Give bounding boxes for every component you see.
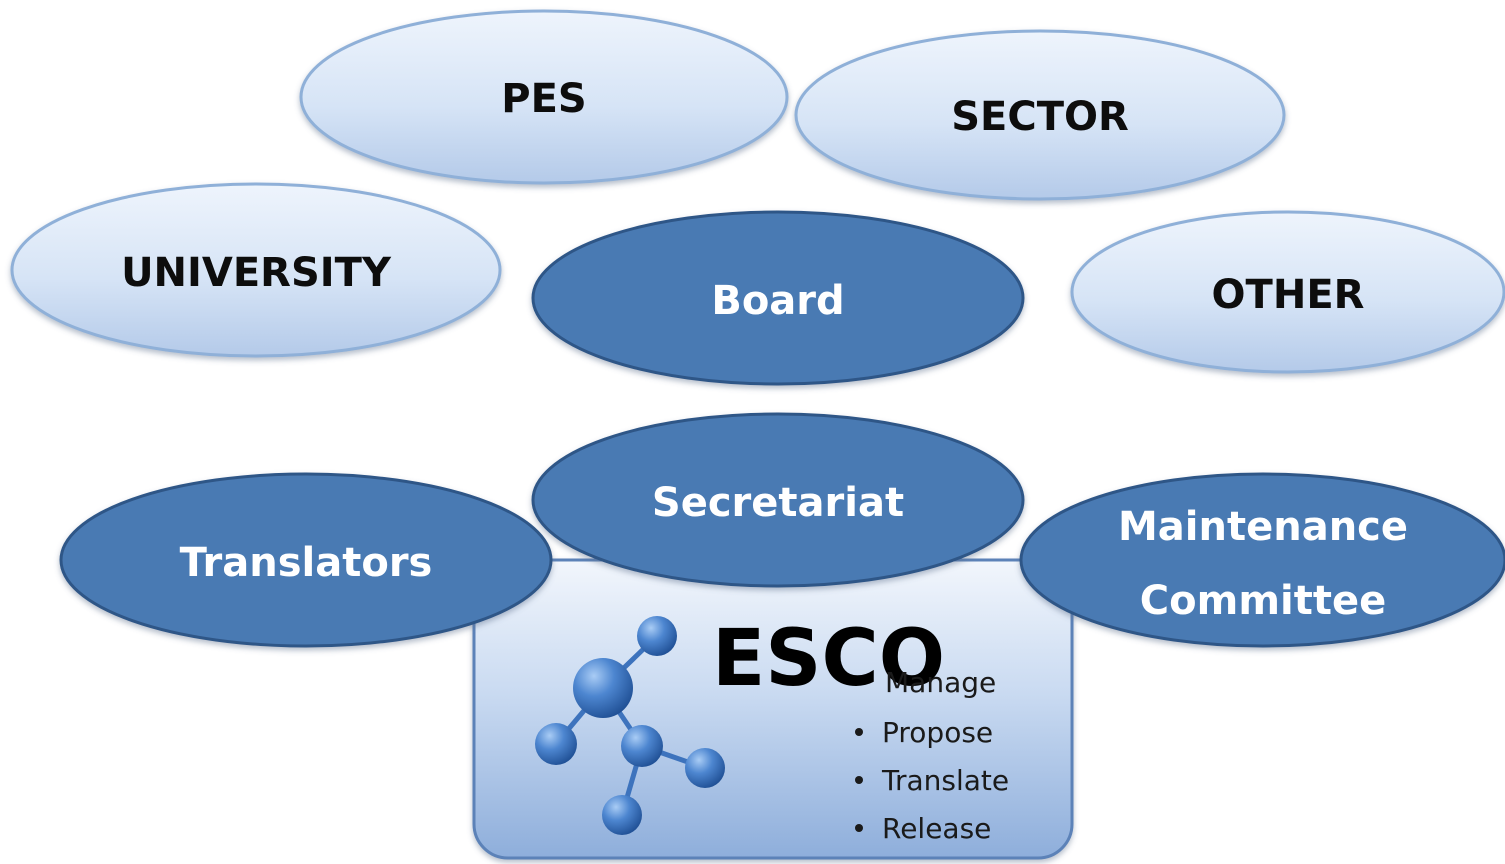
stakeholder-other: OTHER	[1070, 210, 1505, 374]
body-translators-label: Translators	[180, 540, 433, 586]
body-maintenance-label-line2: Committee	[1140, 578, 1386, 624]
esco-title: ESCO	[712, 614, 945, 704]
esco-subtitle: Manage	[885, 666, 996, 699]
bullet-icon	[855, 728, 863, 736]
esco-task-release: Release	[882, 812, 991, 845]
stakeholder-sector-label: SECTOR	[951, 94, 1129, 140]
stakeholder-university: UNIVERSITY	[10, 182, 502, 358]
network-molecule-icon	[535, 616, 725, 835]
stakeholder-pes: PES	[299, 9, 789, 185]
body-maintenance-committee: Maintenance Committee	[1019, 472, 1505, 648]
body-board: Board	[531, 210, 1025, 386]
bullet-icon	[855, 824, 863, 832]
esco-task-propose: Propose	[882, 716, 993, 749]
esco-task-list: Propose Translate Release	[855, 716, 1009, 845]
esco-task-translate: Translate	[881, 764, 1009, 797]
body-secretariat-label: Secretariat	[652, 480, 904, 526]
stakeholder-other-label: OTHER	[1212, 272, 1365, 318]
body-board-label: Board	[711, 278, 844, 324]
bullet-icon	[855, 776, 863, 784]
stakeholder-pes-label: PES	[501, 76, 586, 122]
body-translators: Translators	[59, 472, 553, 648]
stakeholder-sector: SECTOR	[794, 29, 1286, 201]
body-maintenance-label-line1: Maintenance	[1118, 504, 1408, 550]
body-secretariat: Secretariat	[531, 412, 1025, 588]
stakeholder-university-label: UNIVERSITY	[121, 250, 392, 296]
